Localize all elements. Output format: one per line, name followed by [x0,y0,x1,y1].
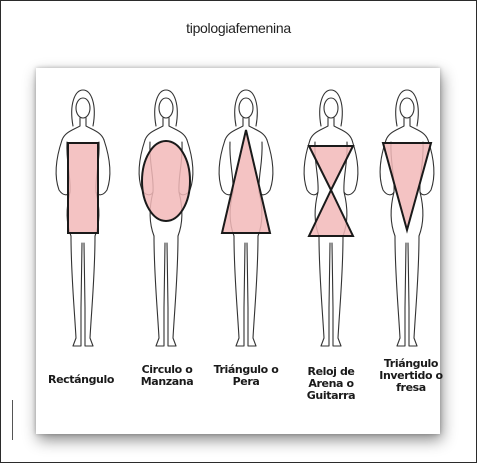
figure-triangle [219,90,273,346]
margin-rule [12,400,13,440]
body-types-card: Rectángulo Circulo o Manzana Triángulo o… [36,68,440,434]
right-leg-outline [167,236,178,346]
head-outline [76,98,90,118]
label-rectangle: Rectángulo [41,374,121,386]
hair-outline [235,90,258,126]
inverted-triangle-shape [383,143,431,230]
label-triangle: Triángulo o Pera [206,364,286,388]
label-circle: Circulo o Manzana [127,364,207,388]
hourglass-shape [309,146,353,236]
figure-inverted-triangle [380,90,434,346]
right-shoulder-outline [169,118,187,140]
rectangle-shape [68,143,98,233]
right-leg-outline [332,236,343,346]
hair-outline [320,90,343,126]
right-shoulder-outline [410,118,428,140]
figure-circle [139,90,193,346]
left-shoulder-outline [225,118,243,140]
triangle-shape [222,130,270,233]
right-leg-outline [247,236,258,346]
left-leg-outline [395,236,406,346]
head-outline [239,98,253,118]
head-outline [159,98,173,118]
right-shoulder-outline [334,118,352,140]
label-inverted-triangle: Triángulo Invertido o fresa [371,358,451,394]
left-leg-outline [234,236,245,346]
figure-rectangle [56,90,110,346]
right-shoulder-outline [249,118,267,140]
left-leg-outline [71,236,82,346]
hair-outline [72,90,95,126]
hair-outline [396,90,419,126]
left-shoulder-outline [62,118,80,140]
left-shoulder-outline [386,118,404,140]
right-leg-outline [408,236,419,346]
left-leg-outline [319,236,330,346]
left-shoulder-outline [310,118,328,140]
circle-shape [142,141,190,221]
figure-hourglass [304,90,358,346]
right-leg-outline [84,236,95,346]
left-leg-outline [154,236,165,346]
label-hourglass: Reloj de Arena o Guitarra [291,366,371,402]
head-outline [324,98,338,118]
head-outline [400,98,414,118]
right-shoulder-outline [86,118,104,140]
page-title: tipologiafemenina [0,20,477,36]
left-shoulder-outline [145,118,163,140]
hair-outline [155,90,178,126]
